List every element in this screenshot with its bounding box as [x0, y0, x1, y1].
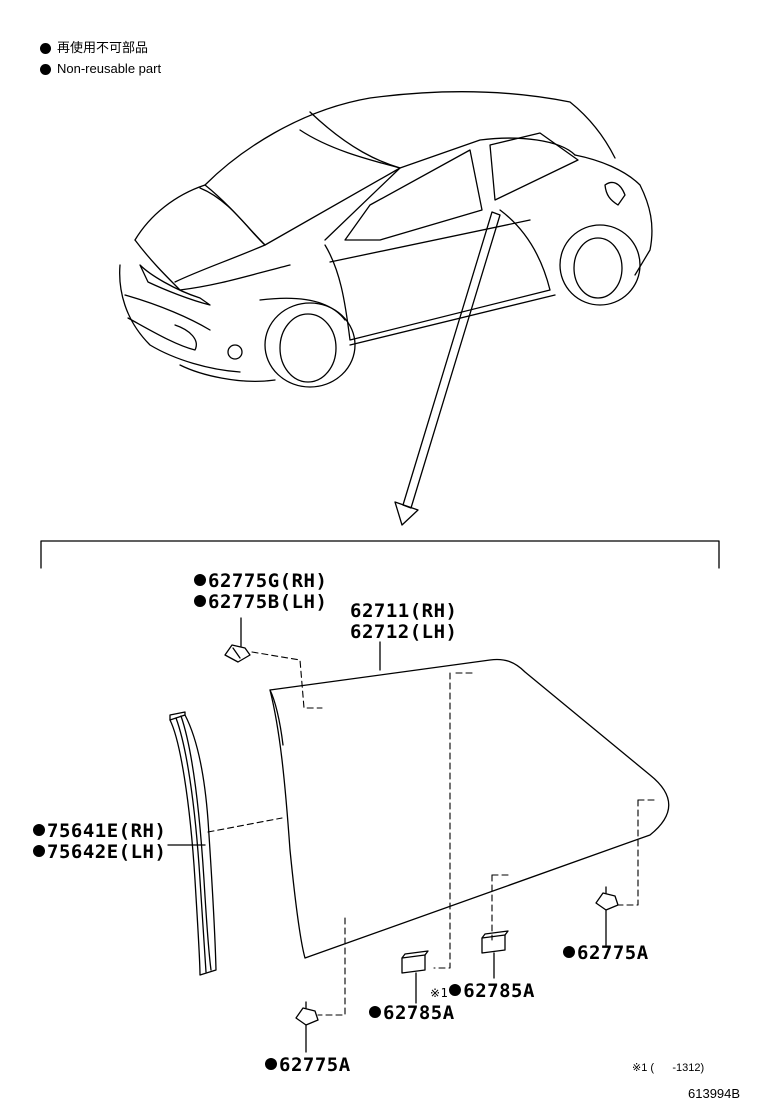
car-grille [124, 294, 211, 331]
car-roof-line [309, 111, 401, 169]
car-hood [134, 184, 266, 283]
part-number: 62775A [577, 942, 649, 964]
non-reusable-dot-icon [265, 1058, 277, 1070]
dashed-guides [207, 651, 656, 1016]
car-lower-grille [127, 317, 197, 351]
figure-id: 613994B [688, 1086, 741, 1101]
clip-right [595, 886, 619, 946]
legend-text-jp: 再使用不可部品 [57, 40, 149, 55]
non-reusable-dot-icon [40, 63, 51, 75]
part-label-clip-top-rh: 62775G(RH) [194, 571, 327, 591]
legend-text-en: Non-reusable part [57, 61, 162, 76]
legend-item-en: Non-reusable part [40, 61, 161, 77]
part-label-weatherstrip-rh: 75641E(RH) [33, 821, 166, 841]
car-front-wheel-arch [264, 302, 356, 388]
car-side-line [329, 219, 531, 263]
clip-top [224, 617, 251, 663]
non-reusable-dot-icon [194, 574, 206, 586]
car-side-window [344, 149, 483, 241]
part-number: 62775G(RH) [208, 570, 328, 592]
spacer-right [481, 930, 509, 979]
part-number: 62785A [383, 1002, 455, 1024]
car-front [119, 264, 241, 373]
car-door [324, 209, 551, 341]
non-reusable-dot-icon [194, 595, 206, 607]
part-label-spacer-center: 62785A [369, 1003, 455, 1023]
part-number: 62775A [279, 1054, 351, 1076]
part-label-glass-rh: 62711(RH) [350, 601, 457, 621]
car-fog-lamp [227, 344, 243, 360]
non-reusable-dot-icon [33, 845, 45, 857]
part-number: 62775B(LH) [208, 591, 328, 613]
non-reusable-dot-icon [33, 824, 45, 836]
car-roof [204, 91, 616, 186]
part-number: 62785A [463, 980, 535, 1002]
car-rear-wheel-arch [559, 224, 641, 306]
part-label-glass-lh: 62712(LH) [350, 622, 457, 642]
weatherstrip [169, 711, 217, 976]
car-sill [349, 294, 556, 346]
non-reusable-dot-icon [369, 1006, 381, 1018]
car-windshield [199, 129, 401, 246]
part-label-clip-top-lh: 62775B(LH) [194, 592, 327, 612]
clip-bottom [295, 1001, 319, 1053]
part-label-spacer-right: ※1 62785A [430, 981, 535, 1003]
non-reusable-dot-icon [449, 984, 462, 996]
car-illustration [119, 91, 653, 388]
spacer-center [401, 950, 429, 1004]
non-reusable-dot-icon [563, 946, 575, 958]
part-label-weatherstrip-lh: 75642E(LH) [33, 842, 166, 862]
car-rear-window [489, 132, 579, 201]
part-number: 75641E(RH) [47, 820, 167, 842]
car-headlight [139, 264, 211, 306]
part-number: 62711(RH) [350, 600, 458, 622]
car-taillight [604, 181, 626, 206]
car-front-pillar [324, 137, 576, 241]
part-label-clip-right: 62775A [563, 943, 649, 963]
part-number: 62712(LH) [350, 621, 458, 643]
note-mark: ※1 [430, 986, 449, 1000]
non-reusable-dot-icon [40, 42, 51, 54]
car-front-wheel [279, 313, 337, 383]
part-number: 75642E(LH) [47, 841, 167, 863]
car-hood-edge [134, 239, 291, 291]
footnote: ※1 ( -1312) [632, 1062, 705, 1074]
exploded-view-bracket [40, 540, 720, 569]
car-rear-wheel [573, 237, 623, 299]
pointer-arrow [394, 211, 501, 526]
car-rear [574, 154, 653, 276]
part-label-clip-bottom: 62775A [265, 1055, 351, 1075]
quarter-window-glass [269, 658, 670, 959]
car-bumper [179, 364, 276, 382]
legend-item-jp: 再使用不可部品 [40, 40, 148, 56]
